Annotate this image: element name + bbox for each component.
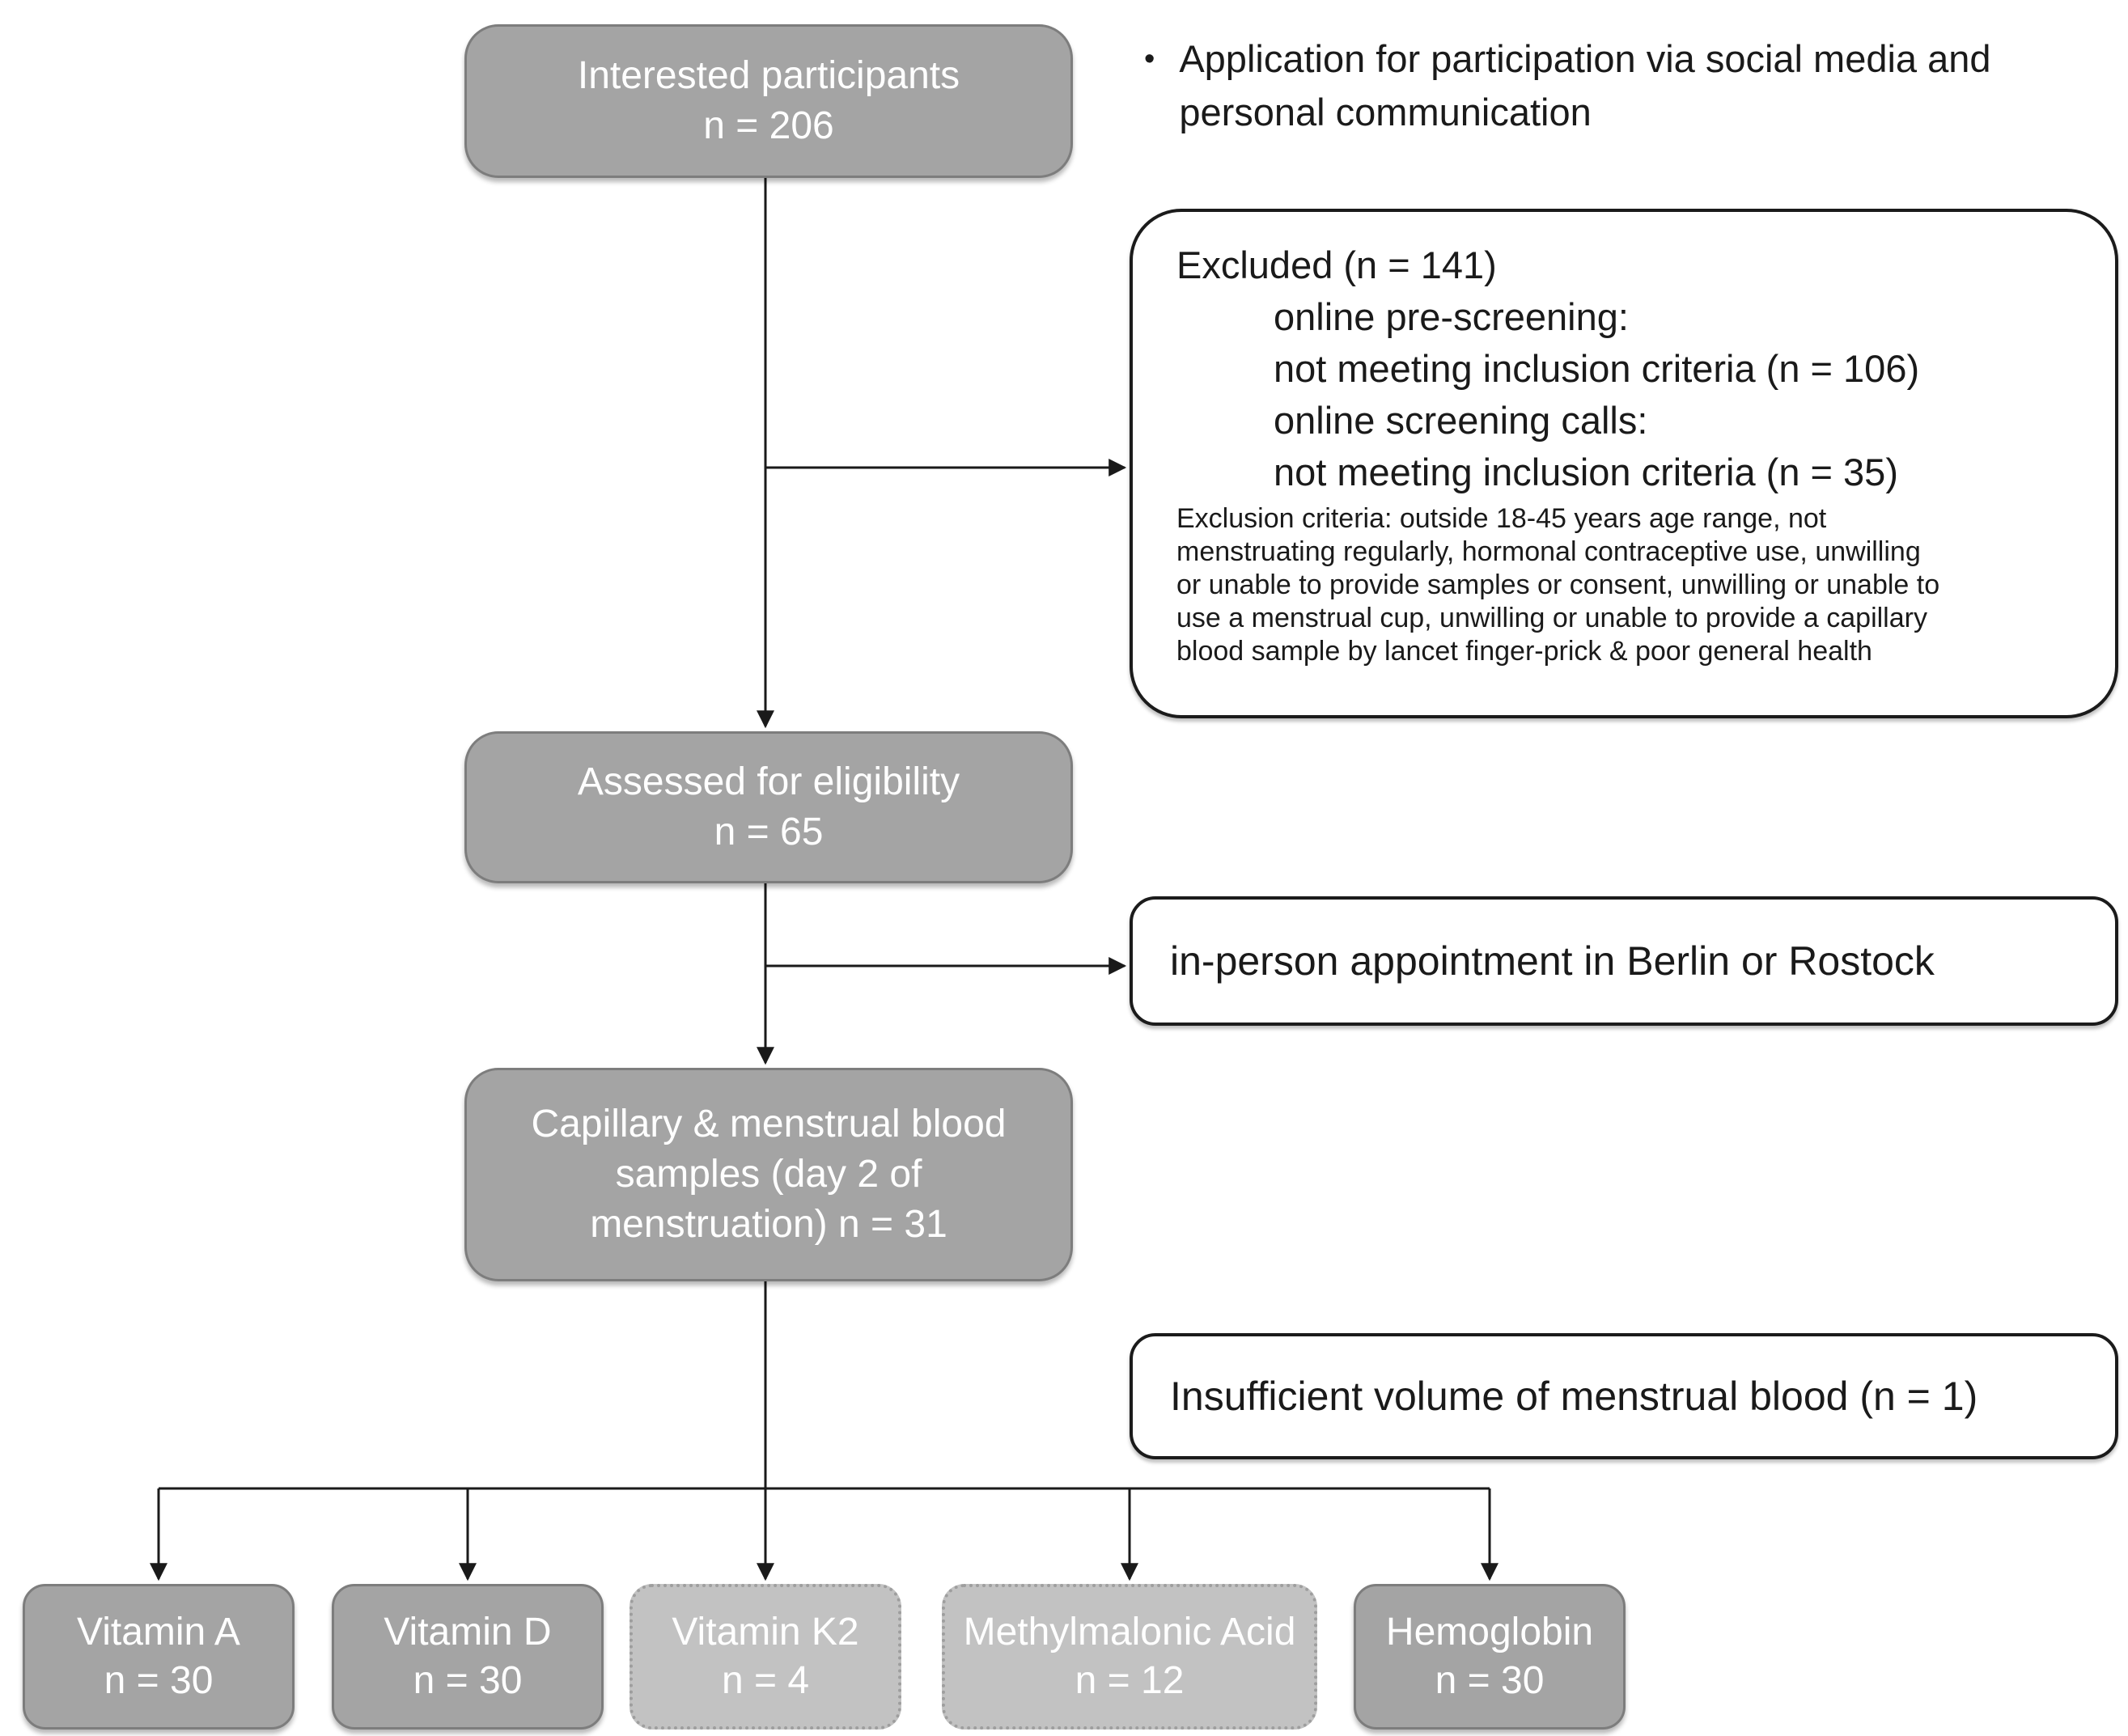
recruitment-annotation-text: Application for participation via social… [1179,37,1991,133]
node-assessed-for-eligibility: Assessed for eligibility n = 65 [464,731,1073,883]
recruitment-annotation: • Application for participation via soci… [1144,32,2112,139]
note-insufficient-volume: Insufficient volume of menstrual blood (… [1130,1333,2118,1459]
node-vitamin-a: Vitamin A n = 30 [23,1584,295,1730]
excluded-item: not meeting inclusion criteria (n = 35) [1274,451,1898,493]
node-hemoglobin: Hemoglobin n = 30 [1354,1584,1626,1730]
exclusion-criteria-note: Exclusion criteria: outside 18-45 years … [1176,503,1940,667]
excluded-item: online screening calls: [1274,399,1648,442]
excluded-item: not meeting inclusion criteria (n = 106) [1274,347,1920,390]
note-excluded: Excluded (n = 141) online pre-screening:… [1130,209,2118,718]
excluded-item: online pre-screening: [1274,295,1629,338]
node-blood-samples: Capillary & menstrual blood samples (day… [464,1068,1073,1281]
node-vitamin-k2: Vitamin K2 n = 4 [629,1584,901,1730]
note-inperson-appointment: in-person appointment in Berlin or Rosto… [1130,896,2118,1026]
node-interested-participants: Interested participants n = 206 [464,24,1073,178]
bullet-icon: • [1144,42,1155,76]
excluded-title: Excluded (n = 141) [1176,243,1497,286]
node-methylmalonic-acid: Methylmalonic Acid n = 12 [942,1584,1317,1730]
node-vitamin-d: Vitamin D n = 30 [332,1584,604,1730]
